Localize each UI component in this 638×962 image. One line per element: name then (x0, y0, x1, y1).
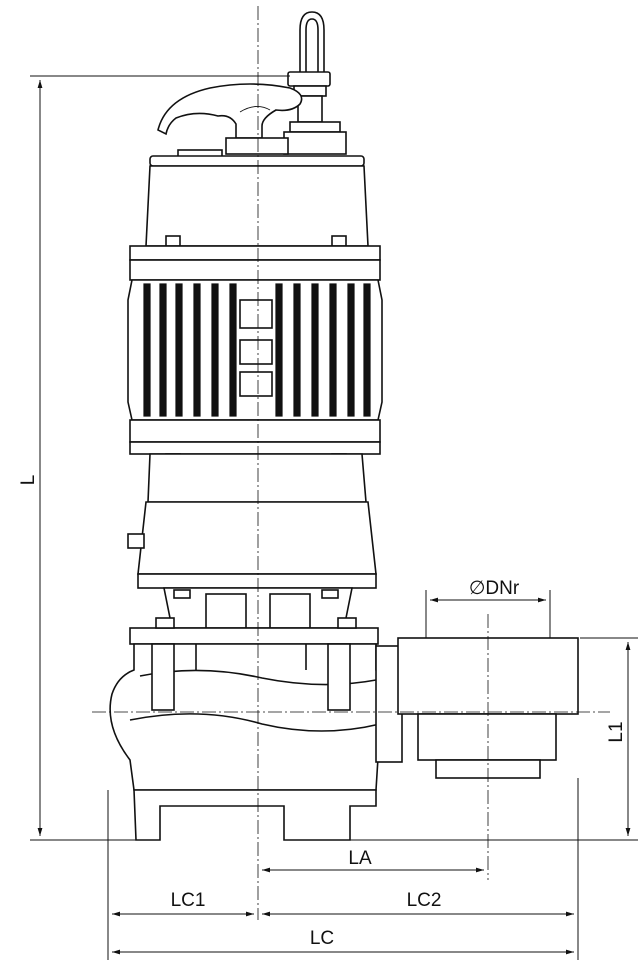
dimension-LC1-label: LC1 (171, 890, 206, 911)
center-lines (92, 6, 610, 920)
extension-lines (30, 75, 638, 960)
cable-gland (283, 11, 347, 155)
dimension-L1: L1 (606, 642, 631, 836)
dimension-DNr: ∅DNr (430, 578, 546, 603)
dimension-LC1: LC1 (112, 890, 254, 917)
dimension-LC2-label: LC2 (407, 890, 442, 911)
pump-feet (133, 789, 377, 841)
dimension-LA-label: LA (348, 848, 372, 869)
pump-volute (109, 617, 386, 791)
discharge-outlet (375, 637, 579, 779)
pump-illustration (109, 11, 579, 841)
dimension-L: L (18, 80, 43, 836)
cooling-fins (143, 283, 371, 417)
dimension-LA: LA (262, 848, 484, 873)
dimension-LC-label: LC (310, 928, 334, 949)
dimension-L1-label: L1 (606, 721, 627, 742)
dimension-LC: LC (112, 928, 574, 955)
lifting-handle (157, 83, 303, 139)
dimension-LC2: LC2 (262, 890, 574, 917)
dimension-DNr-label: ∅DNr (469, 578, 520, 599)
dimension-L-label: L (18, 475, 39, 486)
motor-housing (127, 165, 383, 589)
